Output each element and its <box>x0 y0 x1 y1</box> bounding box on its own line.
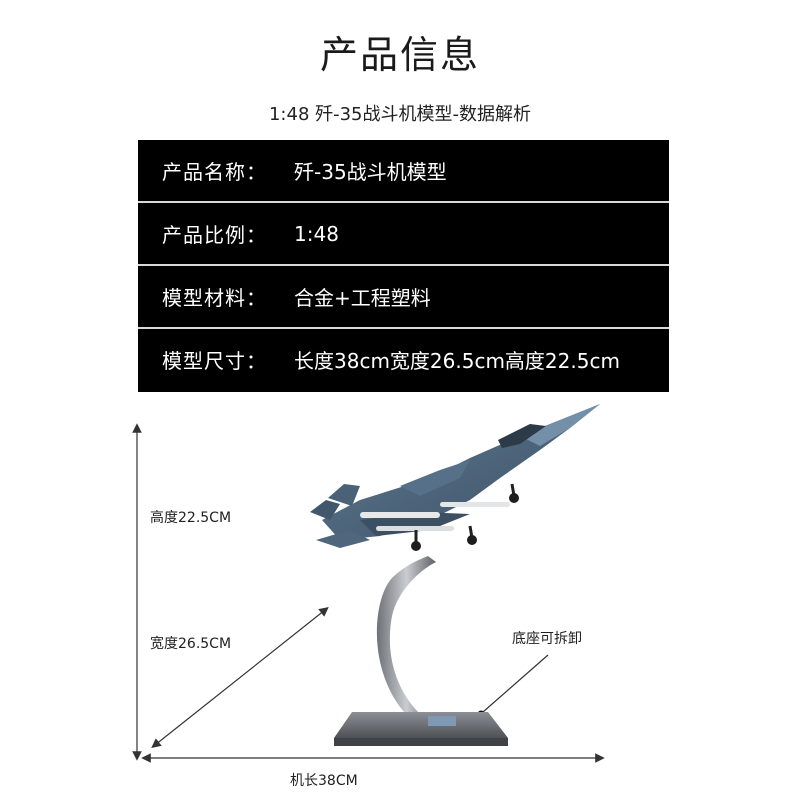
jet-fighter-model <box>310 404 600 551</box>
length-label: 机长38CM <box>290 773 358 789</box>
page-title: 产品信息 <box>319 33 480 77</box>
spec-row-material: 模型材料： 合金+工程塑料 <box>138 266 669 327</box>
page-subtitle: 1:48 歼-35战斗机模型-数据解析 <box>268 104 532 125</box>
spec-label: 模型尺寸： <box>162 349 267 373</box>
width-dimension-line <box>151 607 329 748</box>
curved-stand <box>376 556 436 712</box>
width-label: 宽度26.5CM <box>150 636 232 652</box>
spec-value: 歼-35战斗机模型 <box>294 160 447 184</box>
spec-value: 1:48 <box>294 221 339 246</box>
spec-row-size: 模型尺寸： 长度38cm宽度26.5cm高度22.5cm <box>138 329 669 390</box>
spec-row-scale: 产品比例： 1:48 <box>138 203 669 264</box>
row-divider <box>138 264 669 266</box>
base-detachable-label: 底座可拆卸 <box>512 631 582 647</box>
spec-label: 产品比例： <box>162 223 267 247</box>
spec-table: 产品名称： 歼-35战斗机模型 产品比例： 1:48 模型材料： 合金+工程塑料… <box>138 140 669 392</box>
spec-value: 合金+工程塑料 <box>294 286 431 310</box>
spec-row-name: 产品名称： 歼-35战斗机模型 <box>138 140 669 201</box>
base-callout-line <box>482 654 549 713</box>
spec-value: 长度38cm宽度26.5cm高度22.5cm <box>294 349 620 373</box>
height-label: 高度22.5CM <box>150 510 232 526</box>
row-divider <box>138 327 669 329</box>
display-base <box>334 712 508 738</box>
row-divider <box>138 201 669 203</box>
display-base-front <box>334 738 508 746</box>
spec-label: 产品名称： <box>162 160 267 184</box>
spec-label: 模型材料： <box>162 286 267 310</box>
base-plaque <box>428 716 456 726</box>
